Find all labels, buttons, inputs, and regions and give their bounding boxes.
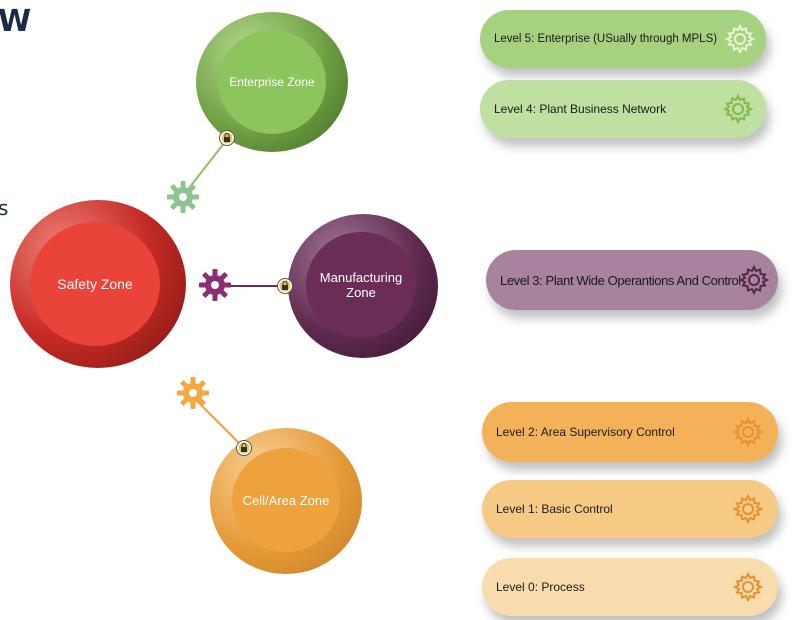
level-3-gear-icon [738, 264, 770, 296]
manufacturing-zone-inner: Manufacturing Zone [306, 232, 416, 338]
cell-area-lock-icon [236, 440, 252, 456]
enterprise-lock-icon [219, 130, 235, 146]
manufacturing-zone-label-line1: Manufacturing [319, 270, 403, 285]
level-0-label: Level 0: Process [496, 580, 585, 594]
level-1-gear-icon [732, 493, 764, 525]
level-3-pill: Level 3: Plant Wide Operantions And Cont… [486, 250, 778, 310]
level-1-pill: Level 1: Basic Control [482, 480, 778, 538]
level-0-pill: Level 0: Process [482, 558, 778, 616]
enterprise-zone-inner: Enterprise Zone [218, 30, 326, 134]
level-5-gear-icon [724, 23, 756, 55]
enterprise-connector-line [185, 137, 229, 193]
manufacturing-gear-icon [199, 269, 231, 301]
cell-area-connector-line [191, 395, 245, 449]
level-2-pill: Level 2: Area Supervisory Control [482, 402, 778, 462]
cell-area-zone-circle: Cell/Area Zone [210, 428, 362, 574]
manufacturing-zone-circle: Manufacturing Zone [288, 214, 438, 358]
level-0-gear-icon [732, 571, 764, 603]
cell-area-gear-icon [177, 377, 209, 409]
manufacturing-lock-icon [277, 278, 293, 294]
level-3-label: Level 3: Plant Wide Operantions And Cont… [500, 272, 741, 288]
level-5-label: Level 5: Enterprise (USually through MPL… [494, 33, 718, 45]
enterprise-gear-icon [167, 181, 199, 213]
level-4-gear-icon [722, 93, 754, 125]
safety-zone-label: Safety Zone [57, 276, 133, 292]
level-2-label: Level 2: Area Supervisory Control [496, 425, 675, 439]
cell-area-zone-label: Cell/Area Zone [242, 492, 330, 508]
level-1-label: Level 1: Basic Control [496, 502, 613, 516]
cropped-heading: W [0, 4, 32, 39]
level-4-pill: Level 4: Plant Business Network [480, 80, 766, 138]
manufacturing-zone-label-line2: Zone [346, 285, 376, 300]
level-4-label: Level 4: Plant Business Network [494, 102, 667, 116]
cropped-side-text: s [0, 196, 9, 220]
level-5-pill: Level 5: Enterprise (USually through MPL… [480, 10, 766, 68]
safety-zone-inner: Safety Zone [30, 222, 160, 346]
cell-area-zone-inner: Cell/Area Zone [232, 448, 340, 552]
safety-zone-circle: Safety Zone [10, 200, 186, 368]
enterprise-zone-circle: Enterprise Zone [196, 12, 348, 152]
enterprise-zone-label: Enterprise Zone [229, 75, 315, 89]
level-2-gear-icon [732, 416, 764, 448]
